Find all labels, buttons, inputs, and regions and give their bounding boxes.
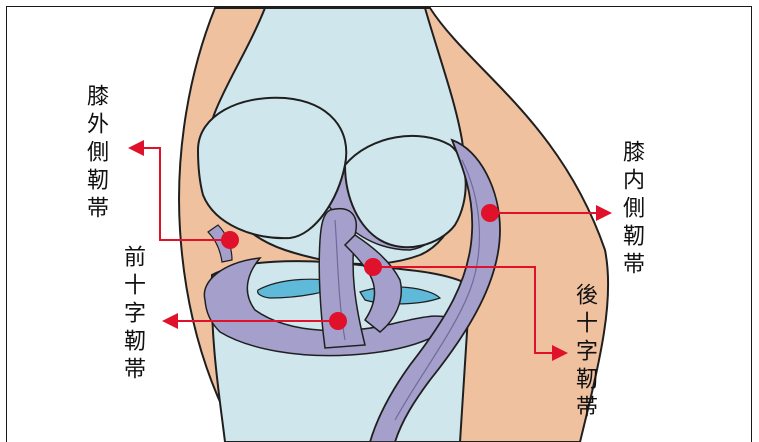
arrowhead-anterior-cruciate xyxy=(162,313,178,329)
label-anterior-cruciate: 前十字靭帯 xyxy=(120,245,144,385)
marker-lateral-collateral xyxy=(221,231,239,249)
label-lateral-collateral: 膝外側靭帯 xyxy=(83,84,107,224)
marker-anterior-cruciate xyxy=(329,312,347,330)
label-posterior-cruciate: 後十字靭帯 xyxy=(572,283,596,423)
marker-posterior-cruciate xyxy=(364,258,382,276)
marker-medial-collateral xyxy=(481,204,499,222)
arrowhead-medial-collateral xyxy=(596,205,612,221)
label-medial-collateral: 膝内側靭帯 xyxy=(619,140,643,280)
arrowhead-lateral-collateral xyxy=(128,140,144,156)
